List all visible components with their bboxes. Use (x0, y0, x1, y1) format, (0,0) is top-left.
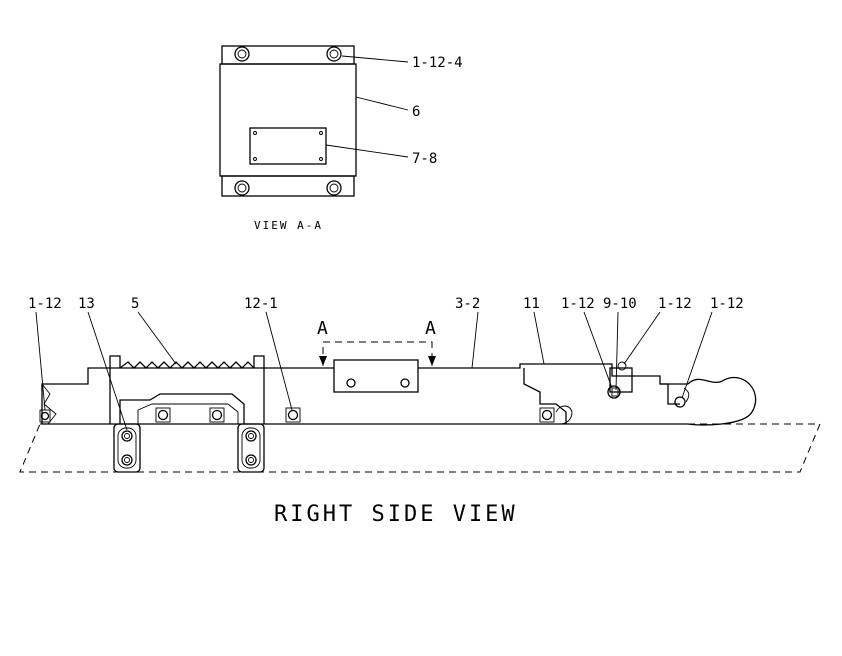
right-side-view: A A 1-12 13 (19, 296, 821, 527)
latch-mechanism (607, 361, 633, 399)
bolt-top-left (234, 46, 250, 62)
leader-c3 (137, 311, 177, 365)
notch (555, 405, 573, 425)
callout-bolt: 1-12-4 (412, 55, 463, 71)
bolt-arch-right (209, 407, 225, 423)
leader-cover (355, 96, 409, 111)
right-end-bumper (660, 377, 757, 426)
callout-c8: 9-10 (603, 296, 637, 312)
bolt-mid-right (539, 407, 555, 423)
bolt-top-right (326, 46, 342, 62)
leader-c7 (583, 311, 613, 389)
section-mark-left: A (317, 318, 328, 339)
serrated-guard (109, 355, 265, 424)
leader-c10 (681, 311, 713, 399)
view-a-a: 1-12-4 6 7-8 VIEW A-A (219, 45, 463, 232)
leader-c8 (615, 311, 619, 391)
view-a-a-caption: VIEW A-A (254, 219, 323, 232)
callout-c4: 12-1 (244, 296, 278, 312)
name-plate (249, 127, 327, 165)
cover-panel (219, 63, 357, 177)
section-cut-marks (319, 341, 436, 366)
hanger-right (237, 423, 265, 473)
leader-c9 (623, 311, 661, 365)
callout-c10: 1-12 (710, 296, 744, 312)
callout-c9: 1-12 (658, 296, 692, 312)
right-side-view-caption: RIGHT SIDE VIEW (274, 502, 518, 527)
callout-c7: 1-12 (561, 296, 595, 312)
bolt-bottom-right (326, 180, 342, 196)
callout-cover: 6 (412, 104, 420, 120)
leader-c6 (533, 311, 545, 365)
main-body-outline (41, 363, 688, 424)
callout-c1: 1-12 (28, 296, 62, 312)
callout-c6: 11 (523, 296, 540, 312)
leader-plate (325, 144, 409, 158)
leader-c1 (35, 311, 46, 411)
leader-c4 (265, 311, 293, 411)
callout-c5: 3-2 (455, 296, 480, 312)
leader-c5 (471, 311, 479, 369)
hanger-left (113, 423, 141, 473)
callout-plate: 7-8 (412, 151, 437, 167)
bracket-arch-outer (119, 393, 245, 424)
top-flange (221, 45, 355, 65)
callout-c2: 13 (78, 296, 95, 312)
bolt-arch-left (155, 407, 171, 423)
leader-bolt (341, 55, 409, 63)
leader-c2 (87, 311, 128, 431)
section-mark-right: A (425, 318, 436, 339)
bottom-flange (221, 175, 355, 197)
callout-c3: 5 (131, 296, 139, 312)
bracket-arch-inner (137, 403, 239, 424)
right-bracket (523, 368, 567, 424)
bolt-12-1 (285, 407, 301, 423)
bolt-bottom-left (234, 180, 250, 196)
